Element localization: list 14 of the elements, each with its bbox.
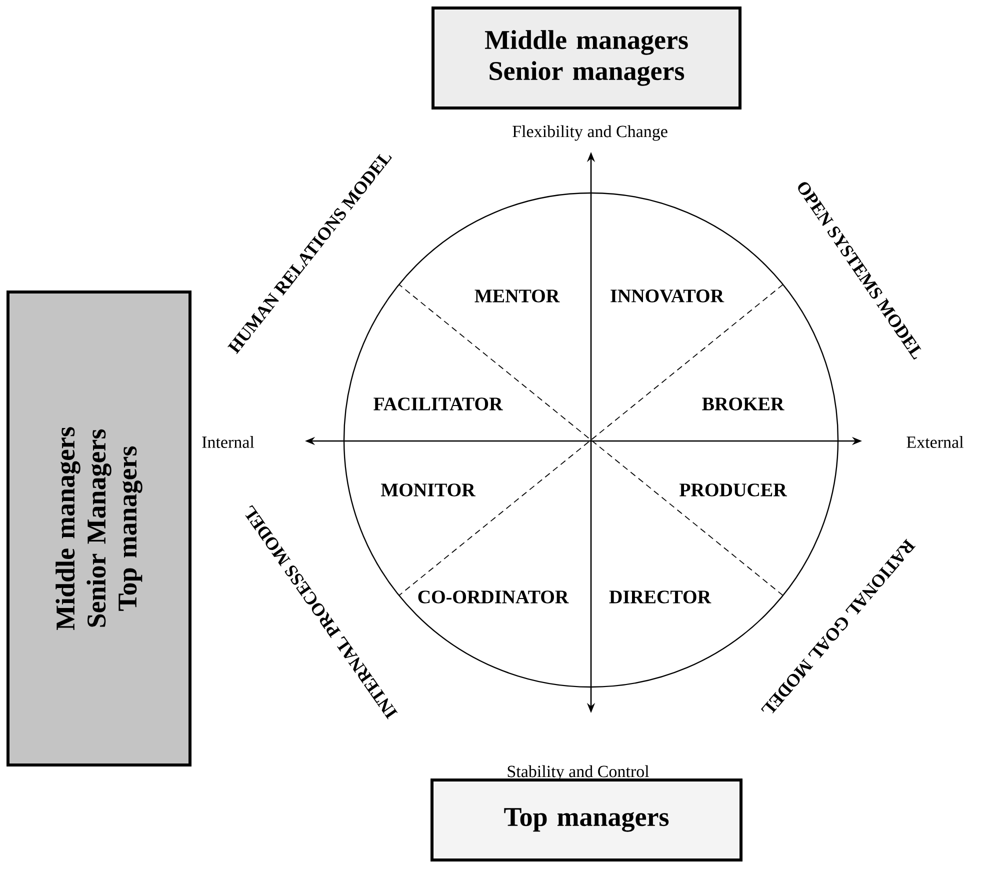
role-label: BROKER — [702, 398, 784, 410]
role-label: MONITOR — [381, 484, 476, 496]
role-label: CO-ORDINATOR — [418, 590, 569, 604]
role-label: DIRECTOR — [609, 590, 712, 604]
axis-label: Stability and Control — [508, 765, 649, 781]
role-label: INNOVATOR — [610, 290, 724, 302]
role-label: PRODUCER — [680, 484, 787, 496]
managers-box: Middle managers Senior managers — [432, 6, 742, 110]
role-label: FACILITATOR — [374, 398, 503, 410]
axis-label: External — [906, 436, 964, 448]
managers-box: Middle managers Senior Managers Top managers — [6, 290, 192, 766]
managers-box: Top managers — [430, 778, 742, 862]
role-label: MENTOR — [474, 290, 560, 302]
axis-label: Flexibility and Change — [512, 125, 668, 141]
